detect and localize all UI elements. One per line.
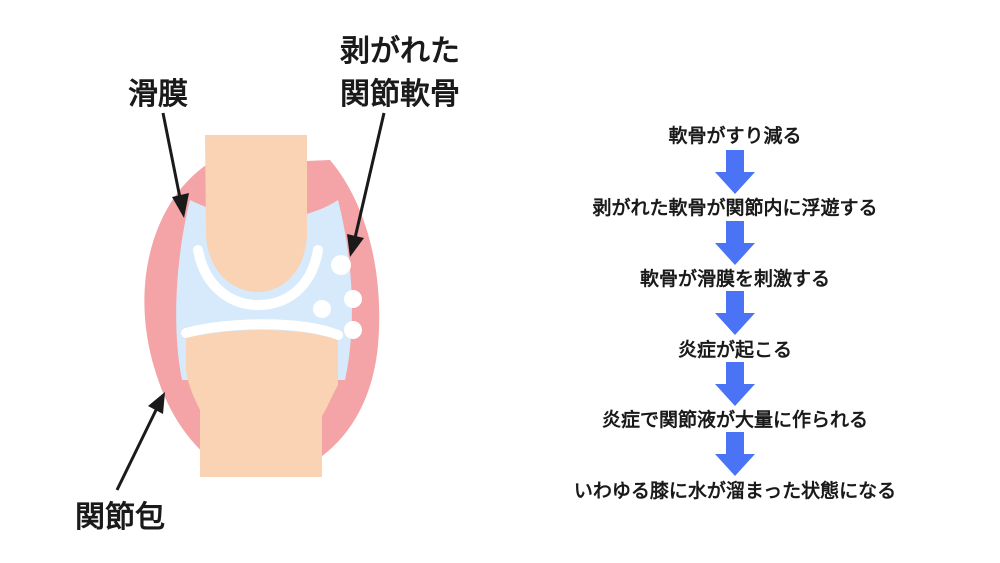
cartilage-fragment [331,255,351,275]
flow-step-1: 軟骨がすり減る [668,125,802,147]
lower-bone [186,330,338,477]
cartilage-fragment [344,321,362,339]
flow-step-3: 軟骨が滑膜を刺激する [639,268,830,290]
down-arrow-icon [715,150,755,194]
down-arrow-icon [715,221,755,265]
down-arrow-icon [715,291,755,335]
flow-step-5: 炎症で関節液が大量に作られる [601,409,868,431]
cartilage-fragment [344,290,362,308]
down-arrow-icon [715,432,755,476]
cartilage-fragment [313,300,331,318]
lower-cartilage [181,319,343,340]
flow-step-2: 剥がれた軟骨が関節内に浮遊する [592,197,878,219]
flow-step-4: 炎症が起こる [677,339,792,361]
upper-bone [205,135,307,292]
peeled-cartilage-label-line1: 剥がれた [340,34,460,69]
flow-step-6: いわゆる膝に水が溜まった状態になる [573,480,897,502]
cartilage-pointer-arrow [347,112,386,257]
peeled-cartilage-label-line2: 関節軟骨 [340,77,460,112]
capsule-pointer-arrow [115,392,165,491]
upper-cartilage [193,245,323,311]
joint-capsule-label: 関節包 [75,500,165,535]
synovium-label: 滑膜 [128,77,188,112]
synovium-pointer-arrow [161,112,189,218]
down-arrow-icon [715,362,755,406]
